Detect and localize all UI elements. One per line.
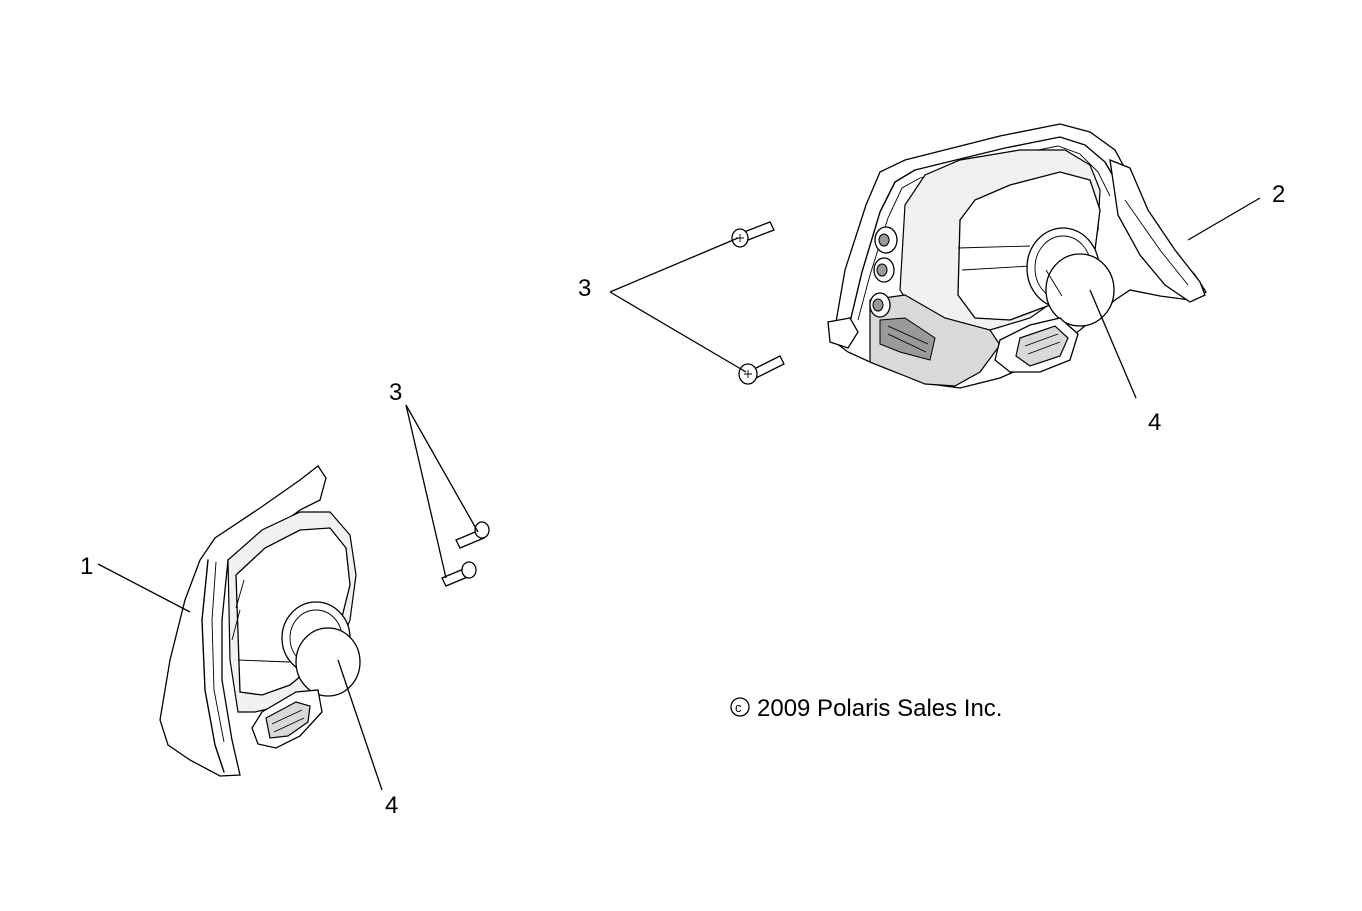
copyright-icon [730, 697, 750, 717]
screw-lower-1 [455, 521, 490, 549]
screw-upper-1 [731, 221, 775, 248]
leader-1 [97, 563, 191, 613]
leader-3-lower-a [405, 404, 479, 533]
callout-4-right: 4 [1148, 409, 1161, 436]
left-headlamp-assembly [159, 465, 361, 777]
callout-1: 1 [80, 553, 93, 580]
screw-upper-2 [738, 355, 785, 385]
callout-3-upper: 3 [578, 275, 591, 302]
leader-4-left [337, 659, 383, 791]
leader-lines [97, 197, 1261, 791]
callout-2: 2 [1272, 181, 1285, 208]
right-headlamp-assembly [827, 123, 1207, 389]
leader-4-right [1089, 289, 1137, 399]
leader-3-upper-b [609, 291, 747, 373]
copyright-text: 2009 Polaris Sales Inc. [757, 695, 1002, 722]
leader-3-lower-b [405, 404, 447, 579]
copyright-symbol-letter: c [735, 700, 742, 715]
leader-3-upper-a [609, 237, 739, 293]
callout-3-lower: 3 [389, 379, 402, 406]
callout-4-left: 4 [385, 792, 398, 819]
copyright-notice: c 2009 Polaris Sales Inc. [730, 695, 1002, 722]
leader-2 [1187, 197, 1261, 241]
screw-lower-2 [441, 561, 477, 587]
